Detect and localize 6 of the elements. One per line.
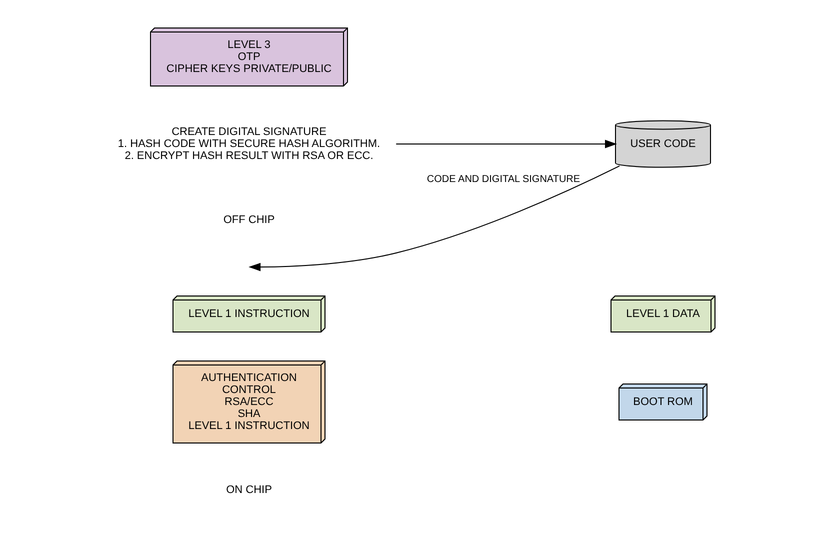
label: ON CHIP (226, 484, 272, 496)
arrow (395, 140, 616, 148)
node-text: CREATE DIGITAL SIGNATURE 1. HASH CODE WITH SECURE HASH ALGORITHM. 2. ENCRYPT HASH RESULT WITH RSA OR ECC. (117, 126, 380, 162)
arrow (248, 165, 620, 272)
edge-label: CODE AND DIGITAL SIGNATURE (426, 174, 580, 185)
label: OFF CHIP (222, 214, 274, 226)
